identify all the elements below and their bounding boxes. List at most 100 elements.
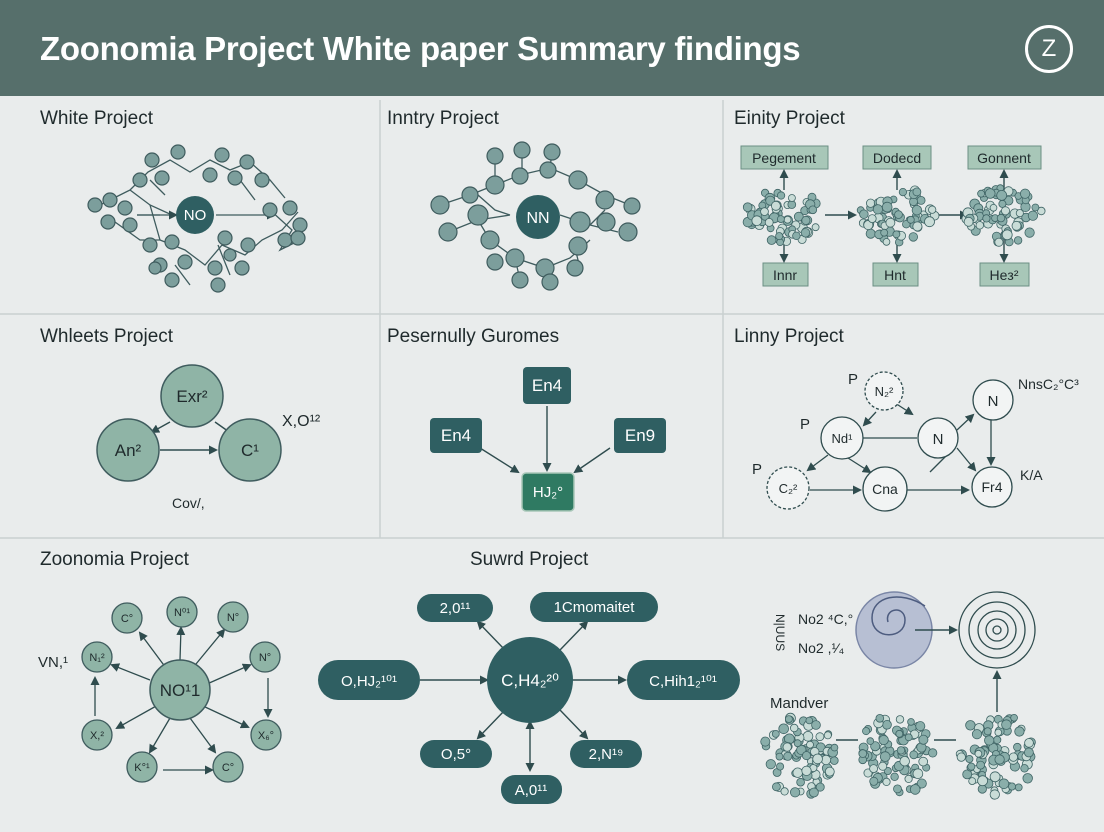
loop-curve-icon — [871, 596, 926, 636]
bottom-right-diagram: N|UUS No2 ⁴C,° No2 ,¹⁄₄ Mandver — [760, 591, 1036, 800]
bottom-cluster-atom — [782, 742, 792, 752]
bottom-cluster-atom — [775, 752, 784, 761]
bottom-cluster-atom — [760, 736, 771, 747]
einity-cluster-atom — [996, 213, 1006, 223]
einity-cluster-atom — [1001, 229, 1013, 241]
linny-node-6-label: Cna — [872, 481, 898, 497]
einity-cluster-atom — [859, 209, 869, 219]
whleets-node-an-label: An² — [115, 441, 142, 460]
einity-cluster-atom — [894, 210, 903, 219]
linny-label-side: NnsC₂°C³ — [1018, 376, 1079, 392]
einity-cluster-atom — [742, 202, 753, 213]
bottom-cluster-atom — [1013, 742, 1022, 752]
einity-cluster-atom — [760, 207, 769, 216]
zoonomia-node-5-label: N° — [259, 652, 271, 664]
panel-titles: White Project Inntry Project Einity Proj… — [40, 108, 846, 570]
bottom-cluster-atom — [890, 772, 899, 781]
bottom-cluster-atom — [904, 733, 913, 742]
linny-node-7-label: Fr4 — [982, 479, 1003, 495]
bottom-cluster-atom — [878, 761, 888, 771]
target-rings-icon — [958, 591, 1036, 669]
linny-node-5-label: C₂² — [779, 481, 798, 496]
bottom-cluster-atom — [893, 784, 902, 794]
einity-cluster-atom — [788, 194, 796, 202]
panel-title-zoonomia-project: Zoonomia Project — [40, 549, 190, 570]
panel-title-inntry-project: Inntry Project — [387, 108, 500, 129]
bottom-cluster-atom — [796, 777, 805, 787]
einity-cluster-atom — [793, 211, 804, 222]
einity-cluster-atom — [911, 204, 923, 216]
z-logo-icon[interactable]: Z — [1025, 25, 1073, 73]
einity-cluster-atom — [977, 189, 985, 198]
bottom-cluster-atom — [809, 787, 819, 798]
linny-label-p1: P — [848, 371, 858, 388]
zoonomia-node-9-label: C° — [222, 762, 234, 774]
bottom-cluster-atom — [989, 771, 1001, 783]
bottom-cluster-atom — [772, 782, 781, 792]
einity-bottom-label-1: Innr — [773, 267, 797, 283]
whleets-node-exr — [160, 364, 224, 428]
header-bar: Zoonomia Project White paper Summary fin… — [0, 0, 1104, 96]
bottom-cluster-atom — [870, 741, 881, 752]
einity-cluster-atom — [1037, 206, 1046, 216]
bottom-cluster-atom — [780, 787, 789, 796]
einity-cluster-atom — [1027, 210, 1039, 221]
einity-cluster-atom — [912, 221, 923, 232]
bottom-cluster-atom — [793, 739, 802, 748]
suwrd-node-4-label: C,Hih1₂¹⁰¹ — [649, 673, 717, 690]
zoonomia-side-label: VN,¹ — [38, 654, 68, 671]
einity-cluster-atom — [1011, 220, 1022, 231]
pesernully-node-1-label: En4 — [532, 376, 562, 395]
bottom-cluster-atom — [962, 769, 973, 780]
einity-cluster-atom — [882, 238, 891, 246]
bottom-cluster-atom — [1010, 713, 1018, 722]
zoonomia-center-node — [149, 659, 211, 721]
suwrd-node-7-label: A,0¹¹ — [515, 782, 548, 799]
bottom-cluster-atom — [1008, 752, 1019, 762]
suwrd-node-5-label: O,5° — [441, 746, 471, 763]
einity-cluster-atom — [898, 188, 908, 197]
bottom-cluster-atom — [912, 768, 924, 779]
linny-label-p2: P — [800, 416, 810, 433]
bottom-cluster-atom — [882, 777, 891, 787]
whleets-node-c-label: C¹ — [241, 441, 259, 460]
bottom-cluster-atom — [1024, 738, 1034, 748]
bottom-cluster-atom — [965, 720, 976, 731]
bottom-cluster-atom — [1020, 764, 1029, 773]
einity-cluster-atom — [777, 215, 785, 224]
einity-cluster-atom — [1013, 236, 1023, 245]
bottom-cluster-atom — [882, 719, 892, 730]
einity-cluster-atom — [867, 214, 877, 224]
einity-cluster-atom — [766, 235, 777, 245]
einity-bottom-label-3: Heз² — [990, 267, 1019, 283]
bottom-cluster-atom — [967, 762, 976, 771]
bottom-cluster-atom — [915, 721, 926, 732]
bottom-cluster-atom — [1014, 726, 1025, 737]
bottom-cluster-atom — [971, 729, 983, 740]
einity-cluster-atom — [996, 189, 1008, 201]
white-project-network: NO — [87, 144, 308, 293]
bottom-cluster-atom — [918, 756, 928, 767]
bottom-cluster-atom — [802, 751, 812, 761]
suwrd-node-6-label: 2,N¹⁹ — [589, 746, 624, 763]
einity-cluster-atom — [963, 216, 974, 227]
einity-cluster-atom — [994, 237, 1004, 247]
bottom-cluster-atom — [956, 752, 966, 762]
bottom-cluster-atom — [862, 727, 871, 736]
pesernully-guromes-diagram: En4 En4 En9 HJ₂° — [430, 367, 666, 512]
linny-label-ka: K/A — [1020, 467, 1043, 483]
pesernully-node-4 — [521, 472, 575, 512]
linny-project-diagram: N₂² Nd¹ N N C₂² Cna Fr4 P P P NnsC₂°C³ K… — [752, 371, 1079, 512]
pesernully-node-3 — [614, 418, 666, 453]
einity-cluster-atom — [865, 228, 876, 239]
bottom-cluster-atom — [918, 734, 929, 745]
einity-top-label-2: Dodecd — [873, 150, 921, 166]
bottom-cluster-atom — [869, 764, 878, 773]
bottom-cluster-atom — [805, 716, 814, 725]
einity-cluster-atom — [764, 217, 774, 227]
bottom-cluster-atom — [771, 730, 780, 738]
bottom-cluster-atom — [790, 723, 799, 733]
whleets-project-diagram: Exr² An² C¹ X,O¹² Cov/, — [96, 364, 321, 511]
linny-label-p3: P — [752, 461, 762, 478]
suwrd-project-diagram: C,H4₂²⁰ 2,0¹¹ 1Cmomaitet O,HJ₂¹⁰¹ C,Hih1… — [318, 592, 740, 804]
